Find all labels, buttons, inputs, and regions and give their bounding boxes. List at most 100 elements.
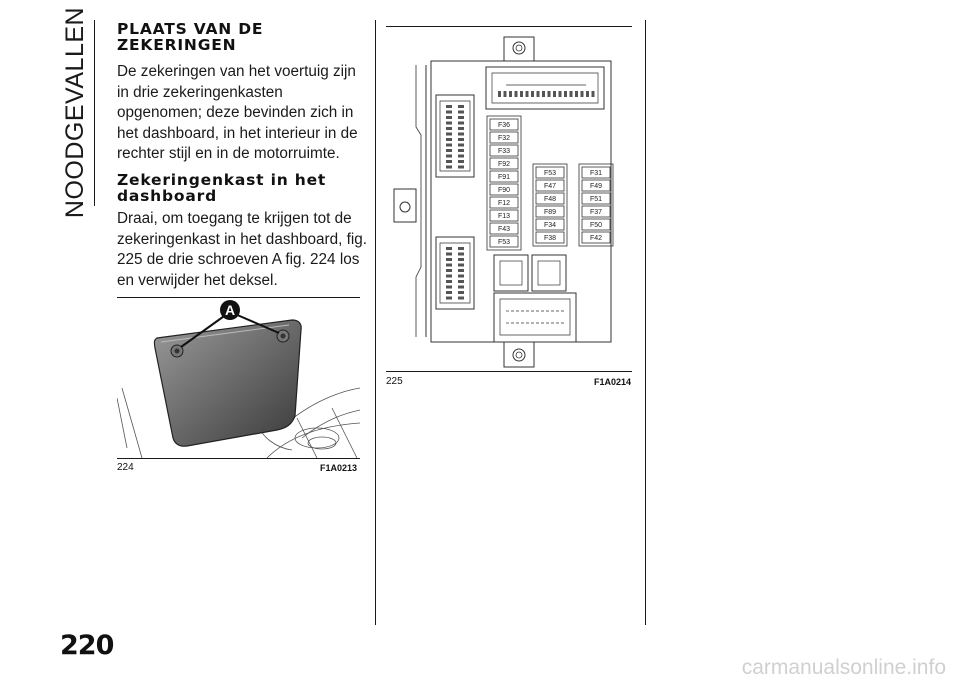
figure-224-callout-a: A xyxy=(224,302,236,318)
connector-pin xyxy=(458,121,464,125)
section-tab: NOODGEVALLEN xyxy=(61,6,90,219)
connector-pin xyxy=(553,91,556,97)
page-number: 220 xyxy=(60,630,114,661)
connector-pin xyxy=(458,291,464,294)
fuse-label: F31 xyxy=(590,170,602,177)
connector-pin xyxy=(458,296,464,300)
connector-pin xyxy=(514,91,518,97)
connector-pin xyxy=(446,116,452,119)
connector-pin xyxy=(458,110,464,114)
fuse-label: F91 xyxy=(498,174,510,181)
paragraph-dashboard-access: Draai, om toegang te krijgen tot de zeke… xyxy=(117,210,368,289)
fuse-slot xyxy=(489,235,519,248)
connector-pin xyxy=(498,91,501,97)
connector-pin xyxy=(458,160,464,163)
fuse-slot xyxy=(489,144,519,157)
connector-pin xyxy=(542,91,545,97)
connector-pin xyxy=(458,132,464,136)
connector-pin xyxy=(503,91,507,97)
fuse-label: F90 xyxy=(498,187,510,194)
fuse-slot xyxy=(489,222,519,235)
connector-pin xyxy=(446,258,452,261)
connector-pin xyxy=(558,91,562,97)
fuse-slot xyxy=(489,131,519,144)
figure-224-top-rule xyxy=(117,297,360,298)
connector-pin xyxy=(446,280,452,283)
fuse-column-frame xyxy=(578,163,614,247)
connector-pin xyxy=(458,263,464,267)
fuse-label: F50 xyxy=(590,222,602,229)
connector-pin xyxy=(520,91,523,97)
figure-224-illustration: A xyxy=(117,298,360,458)
fuse-slot xyxy=(581,166,611,179)
fuse-label: F48 xyxy=(544,196,556,203)
connector-pin xyxy=(458,247,464,250)
fuse-slot xyxy=(489,118,519,131)
figure-224-code: F1A0213 xyxy=(320,463,358,473)
connector-pin xyxy=(446,149,452,152)
connector-pin xyxy=(458,127,464,130)
connector-pin xyxy=(525,91,529,97)
fuse-label: F47 xyxy=(544,183,556,190)
connector-pin xyxy=(458,165,464,169)
connector-pin xyxy=(591,91,595,97)
fuse-column-frame xyxy=(532,163,568,247)
connector-pin xyxy=(446,165,452,169)
connector-pin xyxy=(569,91,573,97)
connector-pin xyxy=(586,91,589,97)
connector-pin xyxy=(446,127,452,130)
fuse-slot xyxy=(535,192,565,205)
figure-225-bottom-rule xyxy=(386,371,632,372)
heading-dashboard-fusebox: Zekeringenkast in het dashboard xyxy=(117,171,327,205)
connector-pin xyxy=(458,280,464,283)
fuse-slot xyxy=(581,192,611,205)
connector-pin xyxy=(458,116,464,119)
fuse-slot xyxy=(535,166,565,179)
connector-pin xyxy=(446,160,452,163)
figure-224-number: 224 xyxy=(117,462,134,473)
connector-pin xyxy=(446,154,452,158)
connector-pin xyxy=(446,285,452,289)
column-divider-1 xyxy=(375,20,376,625)
paragraph-fuse-intro: De zekeringen van het voertuig zijn in d… xyxy=(117,63,358,162)
connector-pin xyxy=(458,149,464,152)
connector-pin xyxy=(458,105,464,108)
connector-pin xyxy=(446,132,452,136)
fuse-column-frame xyxy=(486,115,522,251)
figure-225-code: F1A0214 xyxy=(594,377,632,387)
figure-225-top-rule xyxy=(386,26,632,27)
connector-pin xyxy=(446,138,452,141)
fuse-label: F36 xyxy=(498,122,510,129)
connector-pin xyxy=(446,291,452,294)
connector-pin xyxy=(446,296,452,300)
fuse-label: F53 xyxy=(498,239,510,246)
fuse-label: F34 xyxy=(544,222,556,229)
connector-pin xyxy=(509,91,512,97)
fuse-label: F13 xyxy=(498,213,510,220)
fuse-slot xyxy=(535,218,565,231)
figure-224-bottom-rule xyxy=(117,458,360,459)
connector-pin xyxy=(446,263,452,267)
fuse-slot xyxy=(581,231,611,244)
connector-pin xyxy=(458,258,464,261)
connector-pin xyxy=(458,269,464,272)
connector-pin xyxy=(446,143,452,147)
fuse-slot xyxy=(489,170,519,183)
fuse-label: F92 xyxy=(498,161,510,168)
column-divider-2 xyxy=(645,20,646,625)
fuse-label: F53 xyxy=(544,170,556,177)
connector-pin xyxy=(446,105,452,108)
connector-pin xyxy=(580,91,584,97)
fuse-slot xyxy=(581,218,611,231)
fuse-label: F38 xyxy=(544,235,556,242)
fuse-label: F89 xyxy=(544,209,556,216)
fuse-slot xyxy=(489,183,519,196)
fuse-slot xyxy=(535,179,565,192)
fuse-label: F42 xyxy=(590,235,602,242)
fuse-slot xyxy=(489,196,519,209)
fuse-label: F49 xyxy=(590,183,602,190)
connector-pin xyxy=(458,138,464,141)
fuse-slot xyxy=(535,231,565,244)
connector-pin xyxy=(564,91,567,97)
fuse-slot xyxy=(581,179,611,192)
